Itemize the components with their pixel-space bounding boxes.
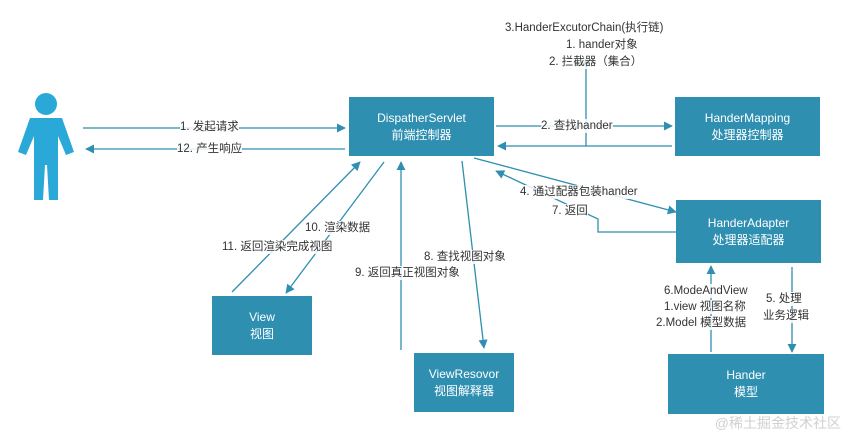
- view-resolver-box: ViewResovor 视图解释器: [414, 353, 514, 412]
- dispatcher-title: DispatherServlet: [377, 110, 466, 125]
- view-subtitle: 视图: [249, 326, 274, 341]
- label-step9: 9. 返回真正视图对象: [355, 266, 460, 280]
- hander-mapping-box: HanderMapping 处理器控制器: [675, 97, 820, 156]
- mapping-subtitle: 处理器控制器: [711, 127, 784, 142]
- adapter-title: HanderAdapter: [707, 215, 790, 230]
- arrow-adapter-return: [495, 170, 676, 233]
- label-step6-title: 6.ModeAndView: [664, 284, 748, 298]
- view-box: View 视图: [212, 296, 312, 355]
- label-step3-title: 3.HanderExcutorChain(执行链): [505, 21, 664, 35]
- label-step7: 7. 返回: [552, 204, 588, 218]
- label-step4: 4. 通过配器包装hander: [520, 185, 638, 199]
- hander-subtitle: 模型: [733, 385, 758, 399]
- label-step3-item1: 1. hander对象: [566, 38, 638, 52]
- hander-adapter-box: HanderAdapter 处理器适配器: [676, 200, 821, 263]
- view-title: View: [249, 309, 275, 324]
- label-step11: 11. 返回渲染完成视图: [222, 240, 333, 254]
- label-step5-line2: 业务逻辑: [763, 309, 809, 323]
- label-step1: 1. 发起请求: [180, 120, 239, 134]
- person-icon: [18, 93, 74, 200]
- dispatcher-servlet-box: DispatherServlet 前端控制器: [349, 97, 494, 156]
- label-step8: 8. 查找视图对象: [424, 250, 506, 264]
- label-step2: 2. 查找hander: [541, 119, 613, 133]
- mapping-title: HanderMapping: [704, 110, 791, 125]
- adapter-subtitle: 处理器适配器: [712, 232, 785, 247]
- hander-title: Hander: [726, 368, 766, 382]
- label-step10: 10. 渲染数据: [305, 221, 371, 235]
- label-step12: 12. 产生响应: [177, 142, 243, 156]
- resolver-subtitle: 视图解释器: [433, 383, 494, 398]
- resolver-title: ViewResovor: [428, 366, 500, 381]
- label-step6-item1: 1.view 视图名称: [664, 300, 746, 314]
- label-step6-item2: 2.Model 模型数据: [656, 316, 747, 330]
- label-step5-line1: 5. 处理: [766, 292, 802, 306]
- dispatcher-subtitle: 前端控制器: [391, 127, 452, 142]
- hander-model-box: Hander 模型: [668, 354, 824, 414]
- label-step3-item2: 2. 拦截器（集合）: [549, 55, 643, 69]
- arrow-rendered-view: [231, 161, 361, 293]
- watermark: @稀土掘金技术社区: [714, 415, 841, 431]
